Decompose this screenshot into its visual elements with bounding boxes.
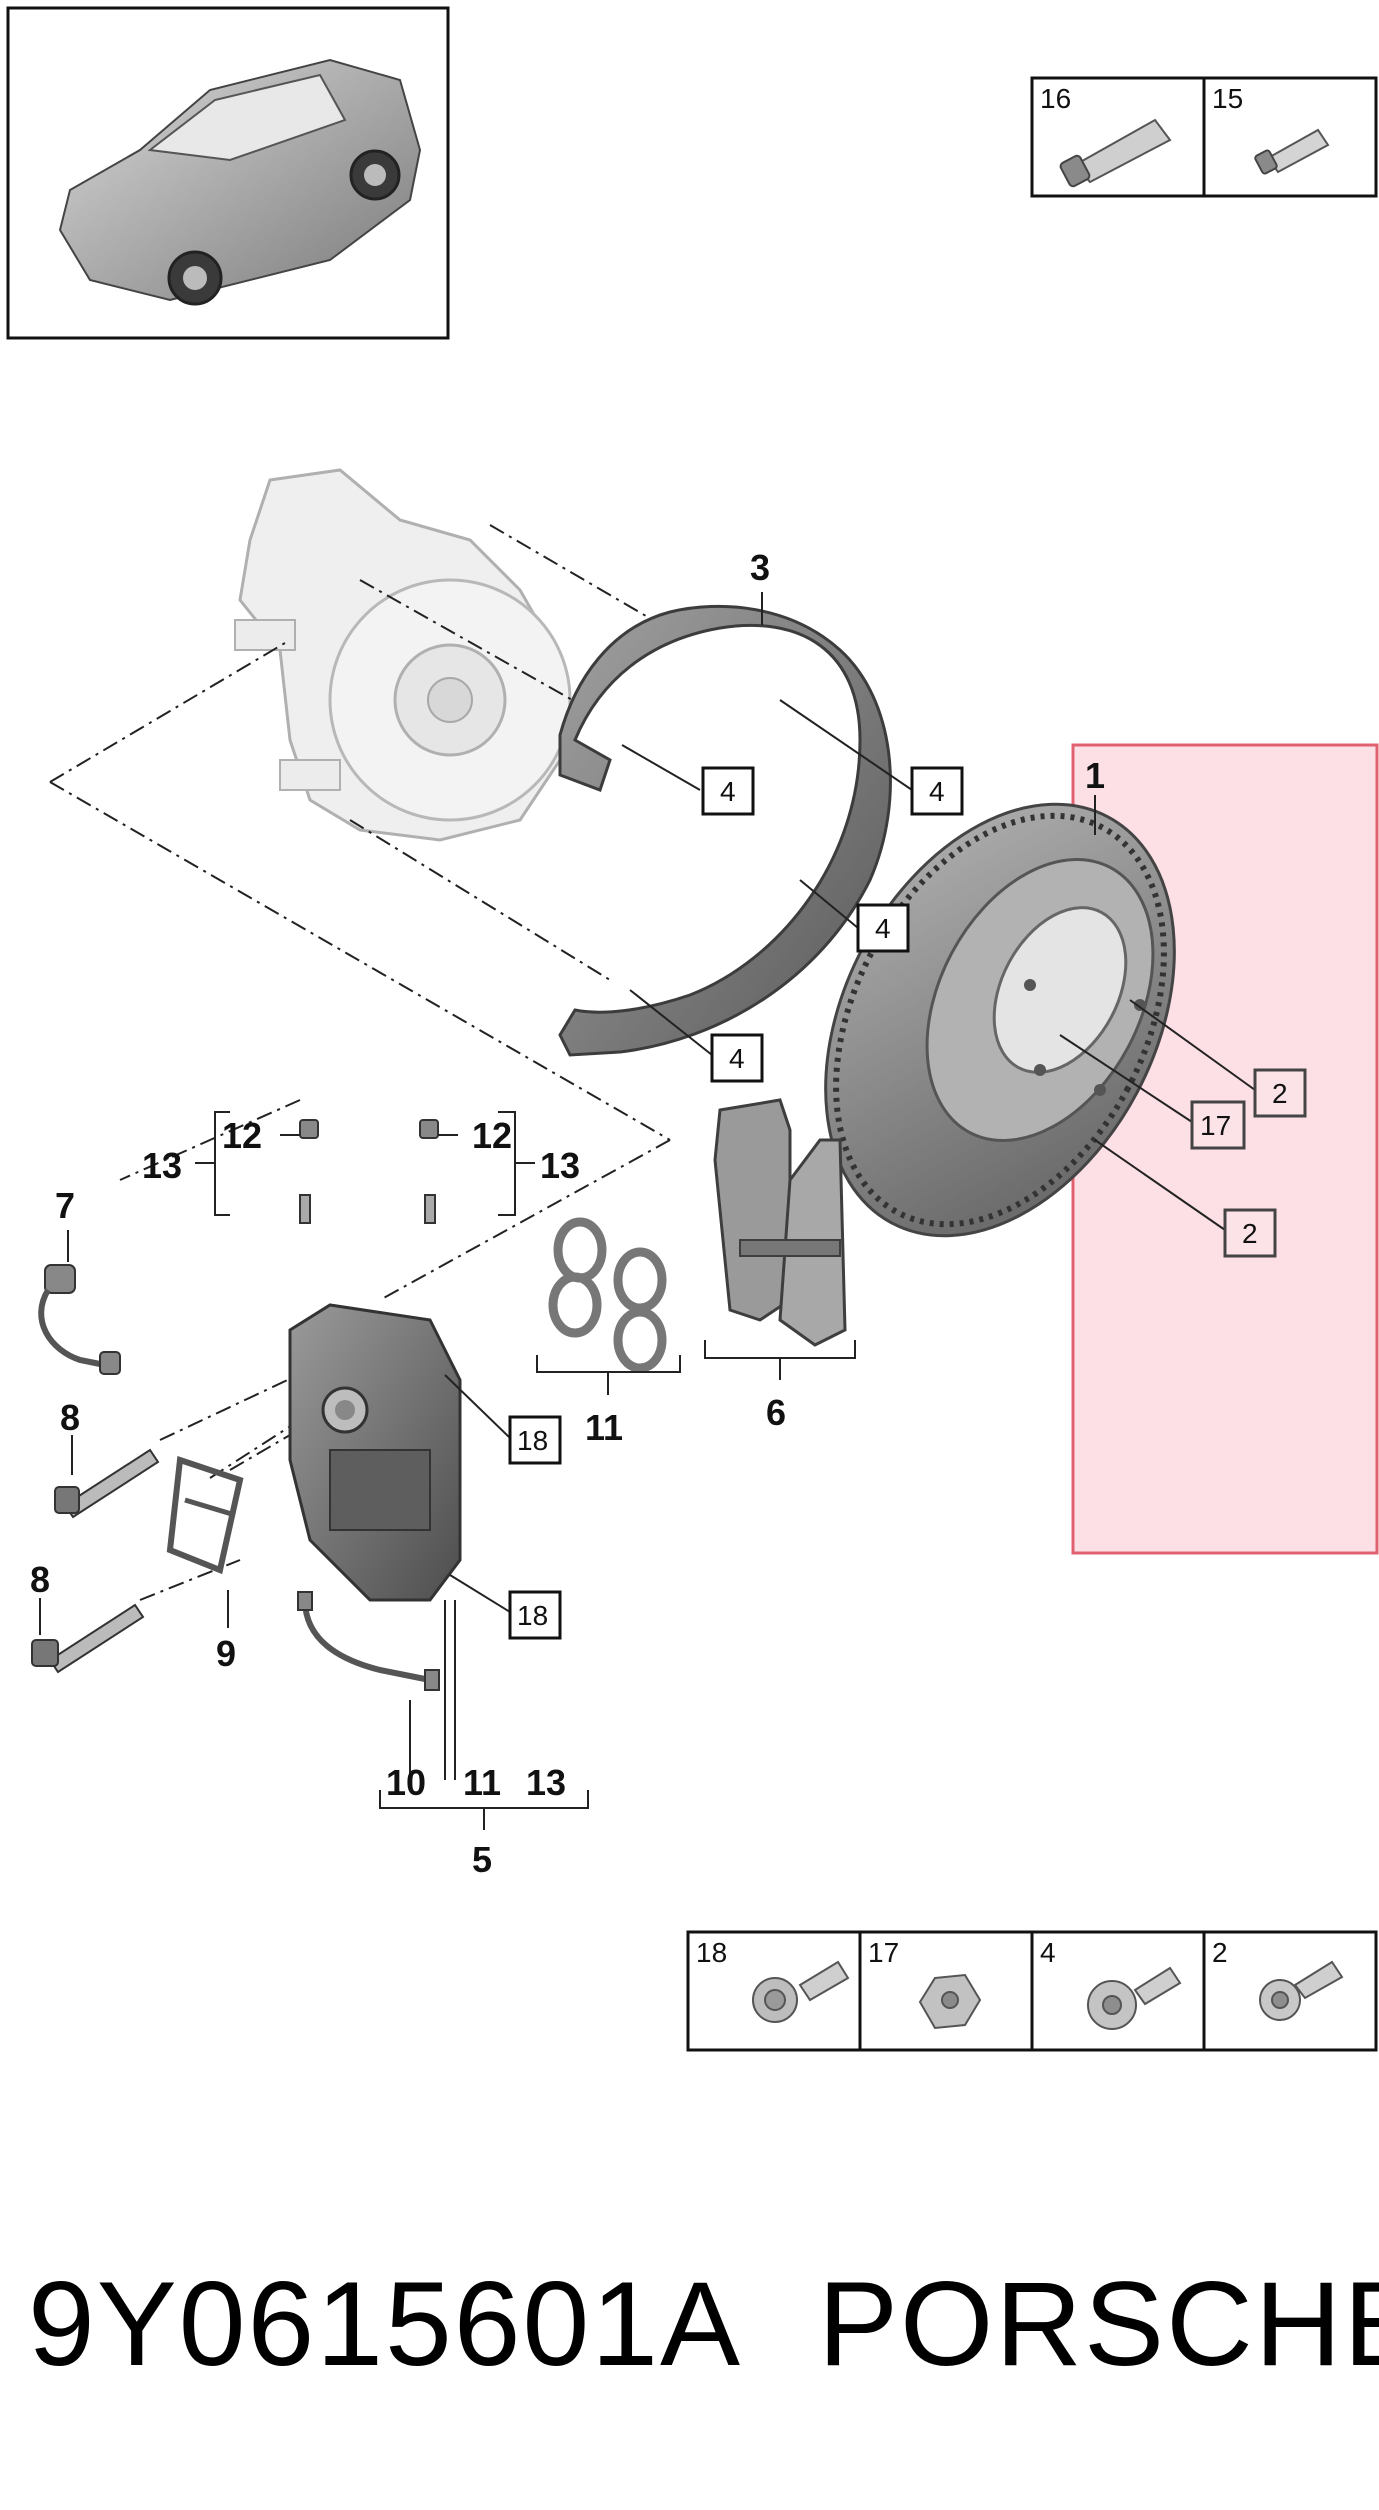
callout-6: 6	[766, 1392, 786, 1433]
boxed-18a: 18	[517, 1425, 548, 1456]
legend-bottom-label-3: 2	[1212, 1937, 1228, 1968]
legend-top-label-0: 16	[1040, 83, 1071, 114]
legend-bottom-label-1: 17	[868, 1937, 899, 1968]
bleeder-valves	[299, 1119, 439, 1224]
brake-caliper	[288, 1303, 462, 1602]
boxed-4d: 4	[729, 1043, 745, 1074]
callout-13b: 13	[540, 1145, 580, 1186]
grease-tube-large-icon	[1059, 118, 1172, 188]
callout-8a: 8	[60, 1397, 80, 1438]
legend-bottom-label-2: 4	[1040, 1937, 1056, 1968]
callout-7: 7	[55, 1185, 75, 1226]
boxed-4a: 4	[720, 776, 736, 807]
callout-1: 1	[1085, 755, 1105, 796]
torx-bolt-icon	[1087, 1966, 1182, 2030]
flange-bolt-icon	[752, 1960, 850, 2023]
boxed-4c: 4	[875, 913, 891, 944]
brake-disc	[824, 802, 1176, 1238]
callout-8b: 8	[30, 1559, 50, 1600]
spring-clip	[166, 1455, 244, 1575]
callout-10: 10	[386, 1762, 426, 1803]
plug-bolt-icon	[918, 1973, 982, 2030]
wheel-carrier	[234, 468, 572, 842]
boxed-18b: 18	[517, 1600, 548, 1631]
boxed-2b: 2	[1242, 1218, 1258, 1249]
callout-9: 9	[216, 1633, 236, 1674]
countersunk-bolt-icon	[1259, 1960, 1344, 2021]
footer-brand: PORSCHE	[818, 2257, 1379, 2391]
callout-12b: 12	[472, 1115, 512, 1156]
boxed-2a: 2	[1272, 1078, 1288, 1109]
seal-rings	[548, 1217, 667, 1373]
mounting-bolts	[31, 1448, 160, 1674]
callout-12a: 12	[222, 1115, 262, 1156]
legend-bottom-label-0: 18	[696, 1937, 727, 1968]
grease-tube-small-icon	[1254, 128, 1330, 175]
boxed-17: 17	[1200, 1110, 1231, 1141]
car-icon	[58, 58, 422, 306]
callout-11b: 11	[463, 1762, 501, 1803]
callout-5: 5	[472, 1839, 492, 1880]
callout-13a: 13	[142, 1145, 182, 1186]
brake-pads	[713, 1098, 847, 1347]
legend-top: 16 15	[1030, 76, 1378, 198]
brake-shield	[558, 604, 892, 1057]
wear-sensor	[38, 1264, 121, 1375]
boxed-4b: 4	[929, 776, 945, 807]
footer-part-number: 9Y0615601A	[28, 2257, 742, 2391]
boxed-refs: 4 4 4 4 2 17 2 18 18	[508, 766, 1307, 1640]
legend-bottom: 18 17 4 2	[686, 1930, 1378, 2052]
callout-11a: 11	[585, 1407, 623, 1448]
leader-lines	[39, 592, 1256, 1830]
legend-top-label-1: 15	[1212, 83, 1243, 114]
brake-hose	[297, 1591, 440, 1691]
vehicle-thumbnail	[6, 6, 450, 340]
callout-3: 3	[750, 547, 770, 588]
callout-13c: 13	[526, 1762, 566, 1803]
